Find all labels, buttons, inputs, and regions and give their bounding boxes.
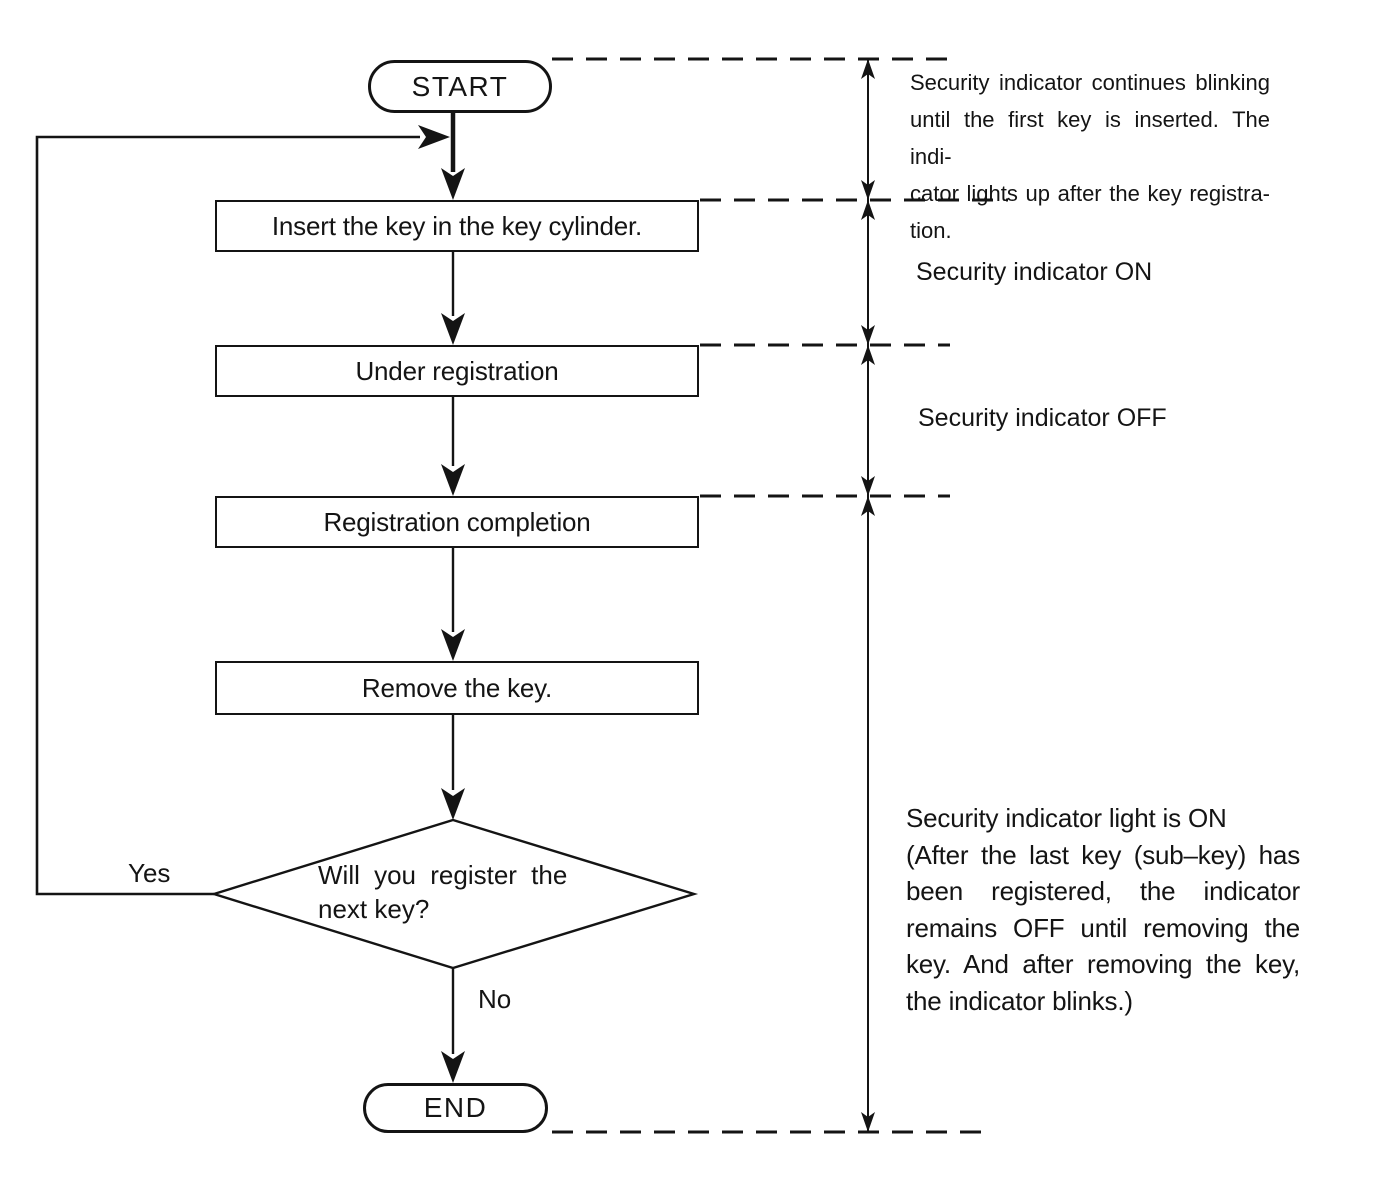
- span-arrow-down-bottom: [861, 1112, 875, 1132]
- process-under-registration-label: Under registration: [355, 355, 559, 386]
- note-line: Security indicator light is ON: [906, 803, 1227, 833]
- terminal-end: END: [363, 1083, 548, 1133]
- process-under-registration: Under registration: [215, 345, 699, 397]
- note-line: been registered, the indicator: [906, 876, 1300, 906]
- branch-no-label: No: [478, 984, 512, 1014]
- span-arrow-up-insert: [861, 200, 875, 220]
- span-arrow-up-completion: [861, 496, 875, 516]
- terminal-start: START: [368, 60, 552, 113]
- arrowhead-into-end: [441, 1051, 465, 1083]
- span-arrow-up-top: [861, 59, 875, 79]
- process-insert-key: Insert the key in the key cylinder.: [215, 200, 699, 252]
- span-arrow-down-under: [861, 325, 875, 345]
- arrowhead-into-remove: [441, 629, 465, 661]
- note-line: the indicator blinks.): [906, 985, 1133, 1016]
- note-indicator-off: Security indicator OFF: [918, 404, 1167, 432]
- terminal-start-label: START: [411, 70, 509, 102]
- process-registration-completion-label: Registration completion: [323, 506, 591, 537]
- process-registration-completion: Registration completion: [215, 496, 699, 548]
- note-line: Security indicator continues blinking: [910, 70, 1270, 95]
- note-line: key. And after removing the key,: [906, 949, 1300, 979]
- terminal-end-label: END: [423, 1092, 488, 1123]
- note-light-on: Security indicator light is ON (After th…: [906, 800, 1300, 1019]
- note-indicator-on: Security indicator ON: [916, 258, 1153, 286]
- note-line: cator lights up after the key registra-: [910, 181, 1270, 206]
- branch-yes-label: Yes: [128, 858, 171, 888]
- span-arrow-up-under: [861, 345, 875, 365]
- arrowhead-into-under: [441, 313, 465, 345]
- arrowhead-yes-loop: [418, 125, 450, 149]
- process-remove-key: Remove the key.: [215, 661, 699, 715]
- note-line: tion.: [910, 218, 952, 243]
- arrowhead-into-insert: [441, 168, 465, 200]
- note-line: remains OFF until removing the: [906, 912, 1300, 943]
- span-arrow-down-insert: [861, 180, 875, 200]
- arrowhead-into-completion: [441, 464, 465, 496]
- decision-question: Will you register the next key?: [318, 858, 567, 926]
- note-blinking: Security indicator continues blinking un…: [910, 64, 1270, 249]
- process-remove-key-label: Remove the key.: [361, 672, 553, 703]
- arrowhead-into-decision: [441, 788, 465, 820]
- decision-diamond-shape: [209, 818, 699, 970]
- span-arrow-down-completion: [861, 476, 875, 496]
- decision-question-line1: Will you register the: [318, 860, 568, 890]
- connector-yes-loop: [35, 135, 420, 896]
- note-line: until the first key is inserted. The ind…: [910, 107, 1270, 169]
- process-insert-key-label: Insert the key in the key cylinder.: [271, 210, 643, 241]
- note-line: (After the last key (sub–key) has: [906, 839, 1300, 870]
- decision-question-line2: next key?: [318, 894, 430, 924]
